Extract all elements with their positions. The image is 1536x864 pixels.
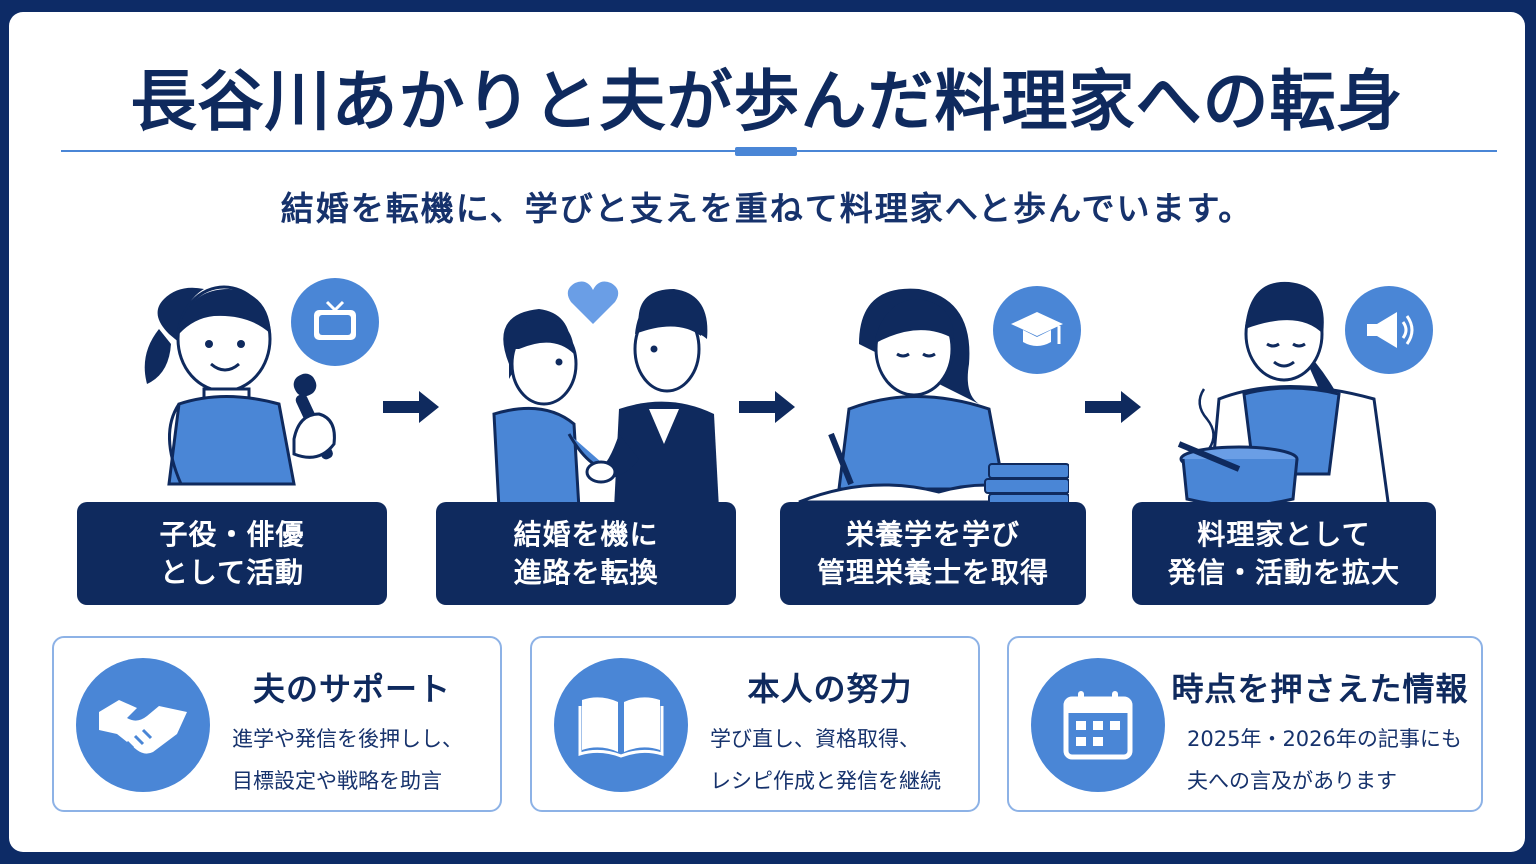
card-body: 進学や発信を後押しし、 目標設定や戦略を助言 <box>232 727 463 793</box>
actress-illustration <box>144 285 336 486</box>
tv-badge <box>291 278 379 366</box>
graduation-cap-icon <box>1011 312 1063 346</box>
graduation-badge <box>993 286 1081 374</box>
step-1-label: 子役・俳優 として活動 <box>77 502 387 605</box>
step-arrow-2 <box>739 391 795 423</box>
card-title: 時点を押さえた情報 <box>1171 670 1469 708</box>
card-own-effort: 本人の努力 学び直し、資格取得、 レシピ作成と発信を継続 <box>530 636 980 812</box>
card-title: 本人の努力 <box>747 670 913 708</box>
page-subtitle: 結婚を転機に、学びと支えを重ねて料理家へと歩んでいます。 <box>280 189 1254 228</box>
card-body: 2025年・2026年の記事にも 夫への言及があります <box>1187 727 1462 793</box>
card-dated-info: 時点を押さえた情報 2025年・2026年の記事にも 夫への言及があります <box>1007 636 1483 812</box>
calendar-icon <box>1063 691 1133 760</box>
step-4-label: 料理家として 発信・活動を拡大 <box>1132 502 1436 605</box>
step-3-label: 栄養学を学び 管理栄養士を取得 <box>780 502 1086 605</box>
calendar-badge <box>1031 658 1165 792</box>
infographic-frame: 長谷川あかりと夫が歩んだ料理家への転身 結婚を転機に、学びと支えを重ねて料理家へ… <box>9 12 1525 852</box>
megaphone-icon <box>1367 312 1414 348</box>
step-arrow-3 <box>1085 391 1141 423</box>
card-husband-support: 夫のサポート 進学や発信を後押しし、 目標設定や戦略を助言 <box>52 636 502 812</box>
handshake-badge <box>76 658 210 792</box>
book-icon <box>578 697 664 758</box>
cook-illustration <box>1177 281 1391 511</box>
step-2-label: 結婚を機に 進路を転換 <box>436 502 736 605</box>
card-title: 夫のサポート <box>252 670 451 708</box>
card-body: 学び直し、資格取得、 レシピ作成と発信を継続 <box>710 727 941 793</box>
megaphone-badge <box>1345 286 1433 374</box>
step-arrow-1 <box>383 391 439 423</box>
handshake-icon <box>99 700 187 754</box>
tv-icon <box>314 300 356 340</box>
book-badge <box>554 658 688 792</box>
title-divider-mark <box>735 147 797 156</box>
couple-illustration <box>492 289 719 511</box>
page-title: 長谷川あかりと夫が歩んだ料理家への転身 <box>130 63 1404 140</box>
heart-icon <box>567 281 619 324</box>
